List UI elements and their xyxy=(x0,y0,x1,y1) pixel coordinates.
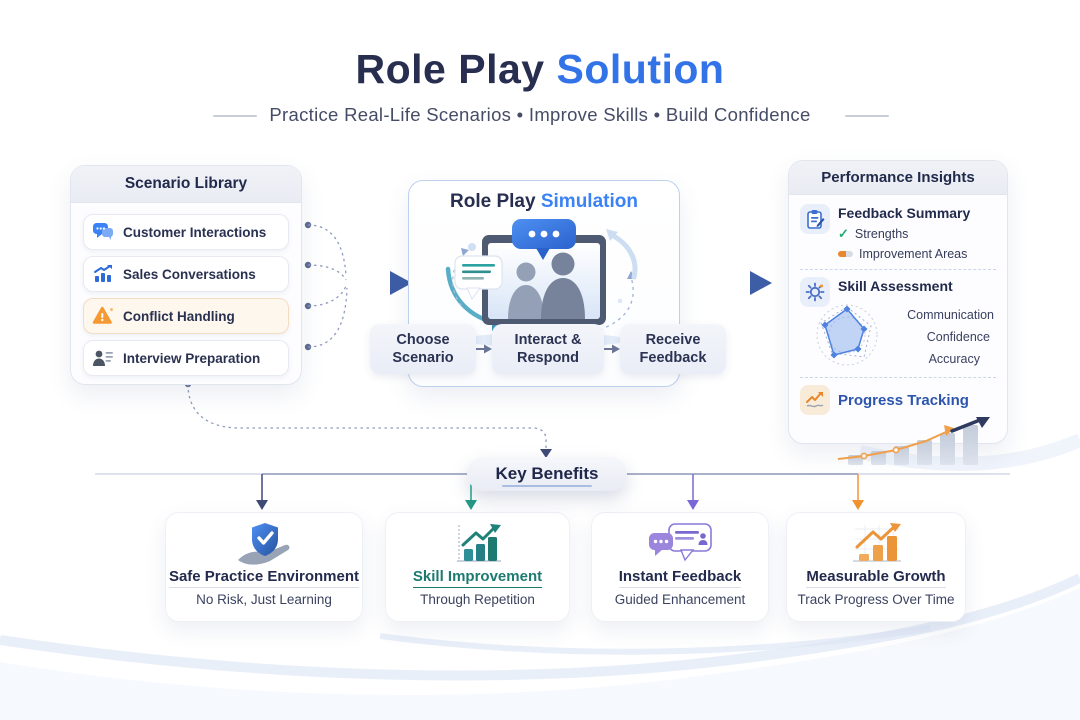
subtitle-right-rule xyxy=(845,115,889,117)
feedback-summary-section: Feedback Summary ✓ Strengths Improvement… xyxy=(800,204,996,261)
page-title-accent: Solution xyxy=(556,46,725,92)
benefit-card-skill-improvement: Skill Improvement Through Repetition xyxy=(385,512,570,622)
improvement-areas-row: Improvement Areas xyxy=(838,247,970,261)
radar-chart xyxy=(816,304,878,366)
benefit-title: Measurable Growth xyxy=(806,568,946,588)
scenario-library-title: Scenario Library xyxy=(71,166,301,203)
interview-person-icon xyxy=(93,350,113,366)
teal-growth-chart-icon xyxy=(451,522,505,566)
chat-bubbles-icon xyxy=(93,223,113,240)
step-arrow-icon xyxy=(604,344,620,354)
subtitle-left-rule xyxy=(213,115,257,117)
performance-insights-title: Performance Insights xyxy=(789,161,1007,195)
step-choose-scenario[interactable]: Choose Scenario xyxy=(370,324,476,375)
scenario-item-conflict-handling[interactable]: Conflict Handling xyxy=(83,298,289,334)
scenario-item-label: Interview Preparation xyxy=(123,350,261,366)
scenario-item-interview-preparation[interactable]: Interview Preparation xyxy=(83,340,289,376)
benefit-subtitle: Through Repetition xyxy=(420,592,535,607)
scenario-item-customer-interactions[interactable]: Customer Interactions xyxy=(83,214,289,250)
trend-chart-icon xyxy=(800,384,830,415)
benefit-card-instant-feedback: Instant Feedback Guided Enhancement xyxy=(591,512,769,622)
progress-bar-chart xyxy=(837,416,990,465)
scenario-library-panel: Scenario Library Customer Interactions xyxy=(70,165,302,385)
step-arrow-icon xyxy=(476,344,492,354)
improvement-areas-label: Improvement Areas xyxy=(859,247,968,262)
performance-insights-panel: Performance Insights Feedback Summary xyxy=(788,160,1008,465)
feedback-summary-title: Feedback Summary xyxy=(838,205,971,221)
sales-chart-icon xyxy=(94,265,112,282)
benefit-subtitle: Guided Enhancement xyxy=(614,592,746,607)
scenario-item-label: Sales Conversations xyxy=(123,266,256,282)
step-receive-feedback[interactable]: Receive Feedback xyxy=(620,324,726,375)
scenario-item-label: Customer Interactions xyxy=(123,224,267,240)
benefit-title: Instant Feedback xyxy=(618,568,742,588)
skill-label-accuracy: Accuracy xyxy=(928,351,980,366)
feedback-bubbles-icon xyxy=(647,522,713,566)
scenario-item-sales-conversations[interactable]: Sales Conversations xyxy=(83,256,289,292)
scenario-item-label: Conflict Handling xyxy=(123,308,235,324)
benefit-card-measurable-growth: Measurable Growth Track Progress Over Ti… xyxy=(786,512,966,622)
orange-growth-chart-icon xyxy=(847,522,905,566)
step-interact-respond[interactable]: Interact & Respond xyxy=(492,324,604,375)
simulation-title-primary: Role Play xyxy=(450,191,541,212)
skill-labels: Communication Confidence Accuracy xyxy=(886,293,996,371)
skill-assessment-title: Skill Assessment xyxy=(838,278,953,295)
simulation-title: Role Play Simulation xyxy=(409,191,679,213)
progress-tracking-title: Progress Tracking xyxy=(838,391,969,409)
strengths-label: Strengths xyxy=(854,227,909,242)
benefit-title: Safe Practice Environment xyxy=(168,568,360,588)
warning-triangle-icon xyxy=(92,306,113,324)
skill-label-confidence: Confidence xyxy=(926,329,990,344)
skill-assessment-section: Skill Assessment xyxy=(800,277,996,372)
improvement-bullet-icon xyxy=(838,251,853,258)
clipboard-icon xyxy=(800,204,830,234)
section-divider xyxy=(800,376,996,378)
page-title: Role Play Solution xyxy=(0,46,1080,93)
scenario-list: Customer Interactions Sales Conversation… xyxy=(71,203,301,376)
progress-tracking-section: Progress Tracking xyxy=(800,384,996,415)
page-subtitle: Practice Real-Life Scenarios • Improve S… xyxy=(269,104,811,125)
strengths-row: ✓ Strengths xyxy=(838,226,970,242)
benefit-subtitle: Track Progress Over Time xyxy=(797,592,955,607)
key-benefits-pill: Key Benefits xyxy=(467,457,627,491)
benefit-subtitle: No Risk, Just Learning xyxy=(196,592,332,607)
check-icon: ✓ xyxy=(838,226,849,242)
benefit-title: Skill Improvement xyxy=(412,568,543,588)
simulation-title-accent: Simulation xyxy=(540,191,638,212)
benefit-card-safe-practice: Safe Practice Environment No Risk, Just … xyxy=(165,512,363,622)
shield-hand-icon xyxy=(232,522,296,566)
key-benefits-label: Key Benefits xyxy=(495,464,599,483)
simulation-steps: Choose Scenario Interact & Respond Recei… xyxy=(370,324,726,375)
gear-icon xyxy=(800,277,830,308)
skill-label-communication: Communication xyxy=(907,307,994,322)
section-divider xyxy=(800,269,996,271)
page-title-primary: Role Play xyxy=(355,46,545,92)
